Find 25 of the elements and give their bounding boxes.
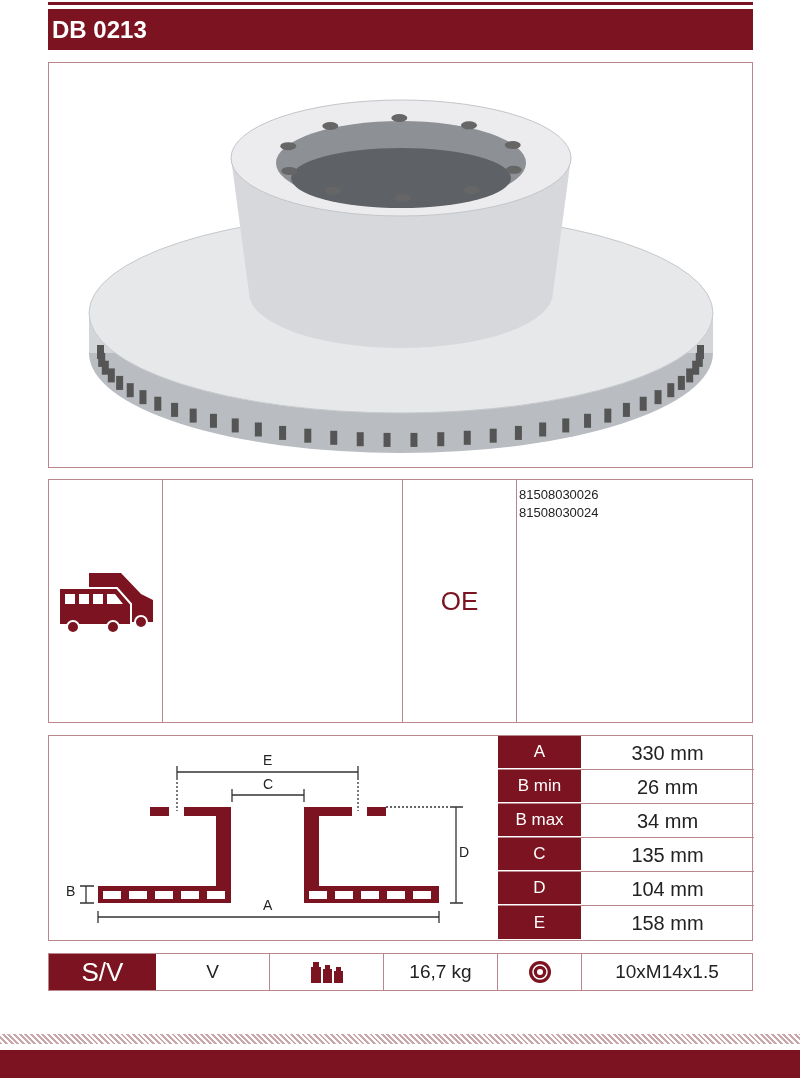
dimension-letter: E xyxy=(263,753,273,767)
dimension-key-cell: D xyxy=(498,872,581,905)
dimension-key-cell: B min xyxy=(498,770,581,803)
oe-number: 81508030026 xyxy=(519,487,599,502)
dimension-letter: A xyxy=(263,898,273,912)
type-value-cell: V xyxy=(156,954,270,990)
product-code: DB 0213 xyxy=(52,14,147,45)
dimension-value-cell-text: 330 mm xyxy=(630,740,705,766)
dimension-key-cell: E xyxy=(498,906,581,940)
dimension-value-cell-text: 34 mm xyxy=(635,808,700,834)
dimension-value-cell-text: 26 mm xyxy=(635,774,700,800)
dimension-value-cell-text: 104 mm xyxy=(630,876,705,902)
oe-label: OE xyxy=(440,584,479,618)
dimension-key-cell: A xyxy=(498,736,581,769)
dimension-value-cell-text: 135 mm xyxy=(630,842,705,868)
type-key-cell: S/V xyxy=(49,954,156,990)
dimension-letter: D xyxy=(459,845,470,859)
dimension-key-cell: B max xyxy=(498,804,581,837)
dimension-letter: B xyxy=(66,884,76,898)
oe-number: 81508030024 xyxy=(519,505,599,520)
weight-value-cell: 16,7 kg xyxy=(384,954,498,990)
bolt-value-cell-text: 10xM14x1.5 xyxy=(614,959,720,984)
dimension-value-cell-text: 158 mm xyxy=(630,911,705,936)
dimension-letter: C xyxy=(263,777,274,791)
dimension-key-cell: C xyxy=(498,838,581,871)
